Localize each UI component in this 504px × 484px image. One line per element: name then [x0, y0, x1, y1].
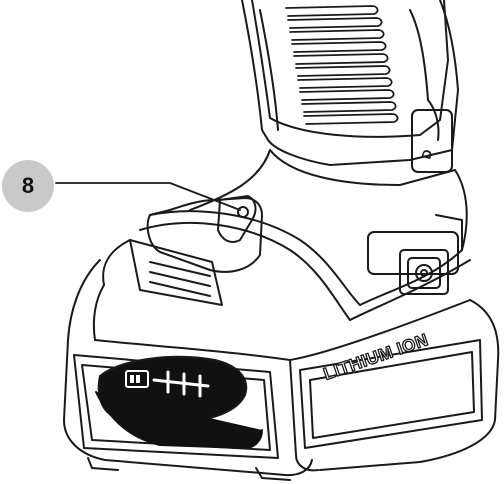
callout-leader-line	[55, 182, 241, 211]
logo-text: D	[418, 148, 435, 161]
battery-pack	[63, 259, 500, 481]
drill-grip: D	[241, 0, 459, 173]
side-latch	[367, 231, 459, 275]
logo-badge	[411, 109, 453, 173]
drill-base	[139, 149, 471, 321]
callout-8-marker: 8	[2, 160, 54, 212]
callout-number: 8	[21, 173, 35, 198]
battery-label: LITHIUM ION	[321, 330, 431, 384]
battery-gauge-icon	[125, 370, 149, 388]
latch-screw	[415, 264, 433, 282]
vent-slots	[285, 5, 399, 125]
battery-release-button	[102, 195, 263, 306]
